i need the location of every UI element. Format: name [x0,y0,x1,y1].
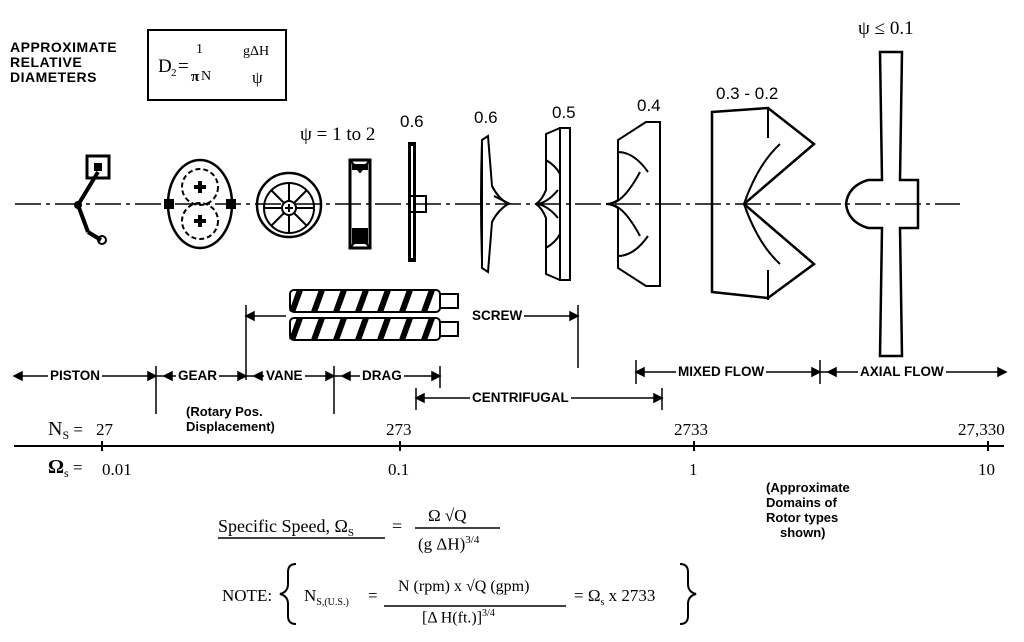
domains-note-line-1: (Approximate [766,480,850,495]
piston-rotor-icon [74,154,111,245]
diameters-heading: APPROXIMATE RELATIVE DIAMETERS [10,40,117,85]
drag-rotor-icon [348,158,372,250]
specific-speed-den-exp: 3/4 [465,534,480,546]
range-centrifugal: CENTRIFUGAL [470,390,571,405]
formula-root-den: ψ [252,68,263,87]
psi-label-axial-flow: ψ ≤ 0.1 [858,18,914,39]
heading-line-1: APPROXIMATE [10,39,118,55]
screw-rotor-icon [289,288,459,342]
ns-value-2: 273 [386,420,412,439]
ns-symbol: N [48,418,63,440]
note-lhs-sub: S,(U.S.) [316,597,349,608]
diameter-formula: D 2 = 1 π N gΔH ψ [158,42,282,92]
centrifugal-rotor-2-icon [480,134,511,274]
psi-label-centrifugal-4: 0.4 [637,96,661,115]
range-vane: VANE [264,368,305,383]
range-gear: GEAR [176,368,220,383]
domains-note-line-3: Rotor types [766,510,839,525]
formula-frac-num: 1 [196,42,203,57]
specific-speed-num: Ω √Q [428,506,467,525]
psi-label-mixed-flow: 0.3 - 0.2 [716,84,779,103]
ns-value-1: 27 [96,420,113,439]
specific-speed-equals: = [392,516,403,536]
range-drag: DRAG [360,368,404,383]
omega-equals: = [72,458,83,477]
specific-speed-text: Specific Speed, Ω [218,516,348,536]
formula-lhs-sub: 2 [171,67,177,79]
ns-label: NS = [48,418,83,442]
note-rhs-symbol: = Ω [574,586,601,605]
domains-note: (Approximate Domains of Rotor types show… [766,480,850,540]
note-lhs-symbol: N [304,586,317,605]
omega-value-1: 0.01 [102,460,132,479]
rotary-note-line-1: (Rotary Pos. [186,404,263,419]
note-rhs: = Ωs x 2733 [574,586,656,608]
specific-speed-label: Specific Speed, ΩS [218,516,354,539]
specific-speed-den-text: (g ΔH) [418,534,466,554]
omega-value-4: 10 [978,460,995,479]
note-den: [Δ H(ft.)]3/4 [422,608,495,627]
centrifugal-rotor-3-icon [534,127,571,281]
note-num: N (rpm) x √Q (gpm) [398,578,530,595]
note-lhs: NS,(U.S.) [304,586,349,608]
formula-equals: = [178,56,189,77]
psi-label-centrifugal-2: 0.6 [474,108,498,127]
ns-value-3: 2733 [674,420,708,439]
heading-line-3: DIAMETERS [10,69,97,85]
rotary-note: (Rotary Pos. Displacement) [186,404,275,434]
domains-note-line-4: shown) [780,525,826,540]
range-screw: SCREW [470,308,525,323]
centrifugal-rotor-1-icon [408,142,427,262]
omega-sub: s [64,466,69,480]
omega-symbol: Ω [48,456,65,478]
formula-root-num: gΔH [243,44,270,59]
ns-equals: = [73,420,83,439]
psi-label-centrifugal-3: 0.5 [552,103,576,122]
formula-lhs: D [158,56,172,77]
formula-frac-den-pi: π [191,69,200,85]
note-prefix: NOTE: [222,586,273,605]
note-den-exp: 3/4 [482,608,495,619]
omega-value-2: 0.1 [388,460,410,479]
range-piston: PISTON [48,368,103,383]
ns-value-4: 27,330 [958,420,1005,439]
formula-frac-den-n: N [201,69,212,84]
gear-rotor-icon [164,158,236,250]
range-mixed-flow: MIXED FLOW [676,364,767,379]
note-rhs-sub: s [600,597,605,608]
ns-sub: S [62,428,70,442]
psi-label-drag: ψ = 1 to 2 [300,124,376,145]
specific-speed-den: (g ΔH)3/4 [418,534,479,555]
note-equals: = [368,586,378,605]
note-den-text: [Δ H(ft.)] [422,609,483,627]
note-rhs-tail: x 2733 [604,586,656,605]
rotary-note-line-2: Displacement) [186,419,275,434]
omega-label: Ωs = [48,456,83,480]
omega-value-3: 1 [689,460,698,479]
diameter-formula-box [147,29,287,101]
centrifugal-rotor-4-icon [605,121,661,287]
mixed-flow-rotor-icon [710,106,817,300]
range-axial-flow: AXIAL FLOW [858,364,946,379]
psi-label-centrifugal-1: 0.6 [400,112,424,131]
vane-rotor-icon [255,171,323,239]
domains-note-line-2: Domains of [766,495,837,510]
specific-speed-sub: S [347,527,354,539]
axial-flow-rotor-icon [844,50,920,358]
heading-line-2: RELATIVE [10,54,83,70]
